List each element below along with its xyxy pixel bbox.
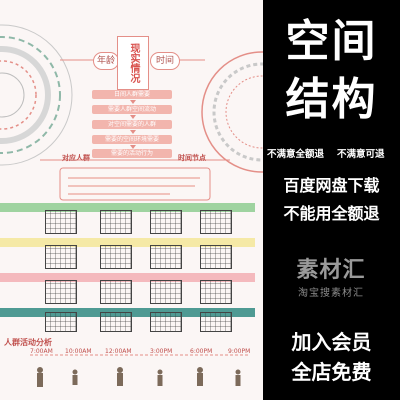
space-cage [150, 210, 182, 234]
space-cage [45, 245, 77, 269]
annotation-box [59, 167, 211, 201]
bottom-left-label: 对应人群 [62, 154, 90, 162]
logo-sub-text: 淘宝搜素材汇 [298, 288, 364, 299]
flow-arrow-icon [130, 145, 136, 149]
strip-green [0, 203, 255, 212]
logo-main-text: 素材汇 [296, 258, 366, 283]
flow-arrow-icon [130, 130, 136, 134]
time-point-1: 7:00AM [30, 348, 53, 355]
member-line-1: 加入会员 [291, 330, 372, 354]
time-point-6: 9:00PM [228, 348, 251, 355]
notice-right: 不满意可退 [337, 149, 385, 160]
promo-panel: 空间 结构 不满意全额退 不满意可退 百度网盘下载 不能用全额退 素材汇 淘宝搜… [263, 0, 400, 400]
flow-step-1: 日间人群需要 [92, 90, 172, 99]
space-cage [150, 245, 182, 269]
time-point-3: 12:00AM [105, 348, 132, 355]
space-cage [200, 280, 232, 304]
center-label: 现实情况 [117, 36, 149, 90]
age-pill: 年龄 [93, 52, 119, 70]
diagram-graphics [0, 24, 263, 387]
space-cage [150, 280, 182, 304]
title-line-2: 结构 [285, 74, 378, 125]
flow-arrow-icon [130, 115, 136, 119]
space-cage [200, 210, 232, 234]
section-title: 人群活动分析 [4, 338, 52, 347]
space-cage [200, 312, 232, 332]
people-silhouettes [37, 367, 241, 387]
flow-step-5: 需要的活动行为 [92, 149, 172, 158]
right-ring-graphic [201, 51, 263, 173]
space-cage [100, 245, 132, 269]
space-cage [100, 280, 132, 304]
member-line-2: 全店免费 [291, 360, 372, 384]
flow-step-4: 需要的空间环境需要 [92, 135, 172, 144]
time-point-5: 6:00PM [190, 348, 213, 355]
time-point-4: 3:00PM [150, 348, 173, 355]
download-text: 百度网盘下载 [283, 176, 380, 195]
bottom-right-label: 时间节点 [178, 154, 206, 162]
refund-text: 不能用全额退 [283, 204, 380, 223]
flow-arrow-icon [130, 100, 136, 104]
space-cage [200, 245, 232, 269]
space-cage [100, 312, 132, 332]
strip-pink [0, 273, 255, 282]
time-pill: 时间 [150, 52, 180, 70]
flow-step-2: 需要人群空间流动 [92, 105, 172, 114]
space-cage [45, 210, 77, 234]
space-cage [45, 280, 77, 304]
brand-logo: 素材汇 淘宝搜素材汇 [283, 258, 379, 306]
flow-step-3: 对空间需要的人群 [92, 120, 172, 129]
left-ring-graphic [0, 24, 73, 166]
diagram-poster: 年龄 现实情况 时间 日间人群需要 需要人群空间流动 对空间需要的人群 需要的空… [0, 24, 263, 387]
space-cage [150, 312, 182, 332]
space-cage [100, 210, 132, 234]
title-line-1: 空间 [285, 16, 378, 67]
strip-yellow [0, 238, 255, 247]
space-cage [45, 312, 77, 332]
time-point-2: 10:00AM [65, 348, 92, 355]
notice-left: 不满意全额退 [267, 149, 325, 160]
